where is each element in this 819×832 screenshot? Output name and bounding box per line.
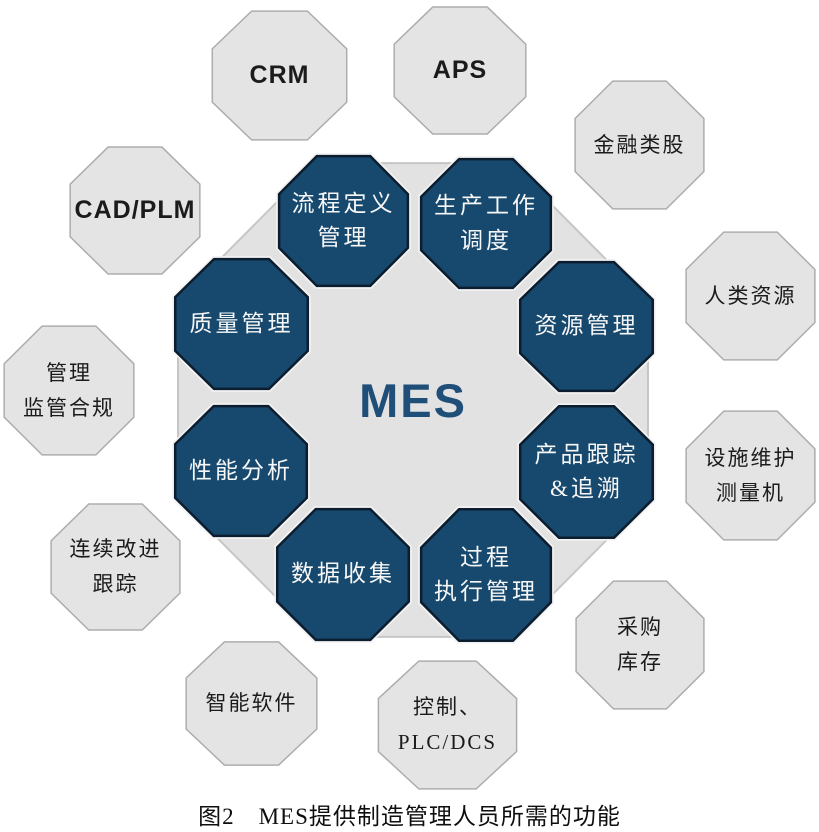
outer-node-regulatory-compliance: 管理 监管合规 (0, 322, 138, 459)
octagon-shape (171, 402, 311, 540)
inner-node-performance-analysis: 性能分析 (171, 402, 311, 540)
figure-caption: 图2 MES提供制造管理人员所需的功能 (198, 804, 621, 829)
octagon-shape (417, 155, 555, 292)
outer-node-cad-plm: CAD/PLM (66, 143, 204, 278)
outer-node-procurement-inventory: 采购 库存 (572, 577, 708, 713)
octagon-shape (516, 258, 657, 395)
outer-node-aps: APS (390, 3, 530, 138)
outer-node-human-resources: 人类资源 (682, 228, 819, 364)
outer-node-control-plc-dcs: 控制、 PLC/DCS (374, 657, 521, 793)
outer-node-continuous-improvement: 连续改进 跟踪 (47, 500, 184, 634)
octagon-shape (571, 77, 708, 213)
octagon-shape (182, 638, 321, 769)
outer-node-crm: CRM (208, 7, 351, 144)
octagon-shape (47, 500, 184, 634)
octagon-shape (66, 143, 204, 278)
octagon-shape (417, 505, 555, 645)
octagon-shape (273, 505, 413, 644)
octagon-shape (516, 402, 657, 542)
mes-center-label: MES (359, 373, 467, 427)
inner-node-resource-management: 资源管理 (516, 258, 657, 395)
octagon-shape (275, 152, 412, 290)
octagon-shape (208, 7, 351, 144)
octagon-shape (374, 657, 521, 793)
octagon-shape (390, 3, 530, 138)
outer-node-facility-maintenance: 设施维护 测量机 (682, 407, 819, 544)
octagon-shape (682, 407, 819, 544)
octagon-shape (0, 322, 138, 459)
octagon-shape (572, 577, 708, 713)
octagon-shape (171, 255, 312, 393)
outer-node-intelligent-software: 智能软件 (182, 638, 321, 769)
outer-node-financial: 金融类股 (571, 77, 708, 213)
octagon-shape (682, 228, 819, 364)
inner-node-process-execution-management: 过程 执行管理 (417, 505, 555, 645)
